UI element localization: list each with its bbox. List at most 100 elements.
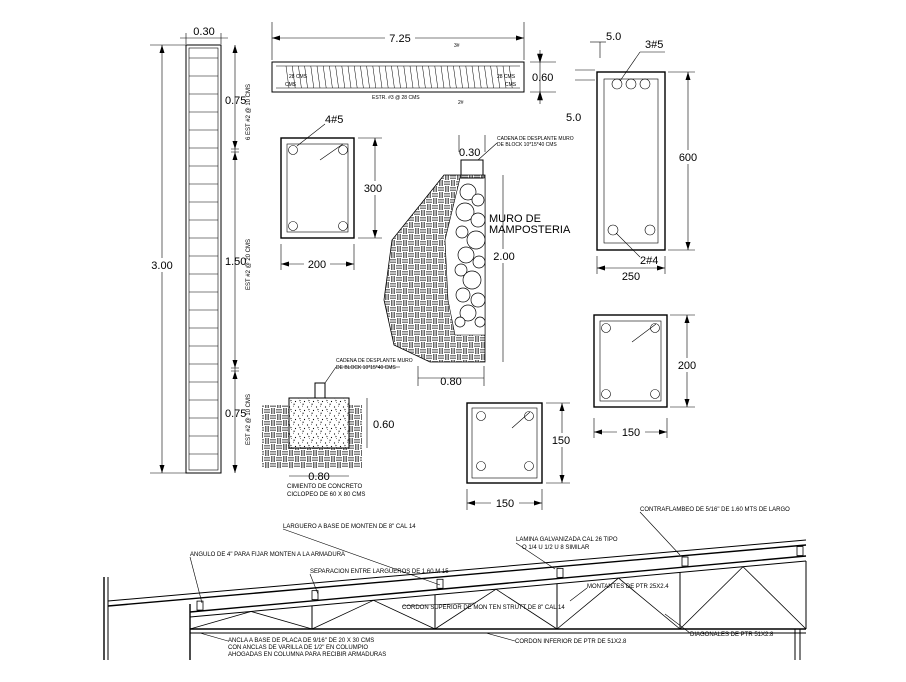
column-seg-top-dim: 0.75 — [225, 95, 246, 107]
rubble-stone — [470, 292, 486, 308]
rubble-stone — [459, 304, 477, 322]
truss-diagonal — [189, 611, 252, 630]
beam-stirrup — [409, 65, 414, 89]
leader — [615, 232, 641, 258]
wall-top-dim: 0.30 — [459, 147, 480, 159]
beam-stirrup — [316, 65, 321, 89]
truss-ancla-1: ANCLA A BASE DE PLACA DE 9/16" DE 20 X 3… — [228, 638, 374, 644]
truss-diagonal — [250, 611, 313, 630]
leader — [664, 613, 691, 634]
beam-section-top-dim: 5.0 — [606, 31, 621, 43]
truss-purlin — [436, 578, 444, 589]
rubble-stone — [472, 255, 486, 269]
column-seg-bot-dim: 0.75 — [225, 408, 246, 420]
beam-stirrup — [353, 65, 358, 89]
column-inner-outline — [188, 47, 219, 471]
rubble-stone — [455, 225, 469, 239]
beam-bar-top-label: 3# — [454, 43, 460, 49]
truss-purlin — [196, 600, 204, 611]
dim-arrows — [559, 403, 565, 483]
column-seg-mid-dim: 1.50 — [225, 256, 246, 268]
dim-mask — [617, 425, 645, 439]
truss-purlin — [556, 567, 564, 578]
rebar — [650, 389, 660, 399]
beam-stirrup — [415, 65, 420, 89]
beam-stirrup — [397, 65, 401, 89]
column-height-dim: 3.00 — [151, 260, 172, 272]
truss-diagonal — [679, 566, 744, 630]
beam-stirrup — [446, 65, 451, 89]
dim-arrows — [594, 429, 667, 435]
footing-note-1: CADENA DE DESPLANTE MURO — [336, 358, 413, 364]
beam-stirrup — [366, 65, 370, 89]
truss-lamina-2: O 1/4 U 1/2 U 8 SIMILAR — [522, 545, 590, 551]
rubble-stone — [457, 246, 475, 264]
wall-title-1: MURO DE — [489, 213, 541, 225]
beam-cms-right: CMS — [505, 82, 517, 88]
beam-section-250x600: 3#5 2#4 5.0 5.0 600 250 — [566, 31, 701, 283]
truss-diagonal — [311, 599, 374, 630]
beam-elevation: 7.25 0.60 3# 2# 28 CMS 28 CMS CMS CMS ES… — [271, 22, 556, 106]
beam-section-stirrup — [603, 78, 659, 244]
wall-base-dim: 0.80 — [440, 376, 461, 388]
leader — [569, 587, 588, 602]
dim-mask — [148, 258, 176, 272]
dim-mask — [675, 150, 701, 164]
truss-purlin — [796, 546, 804, 556]
rebar — [288, 221, 298, 231]
beam-stirrup — [490, 65, 494, 89]
beam-bar-bottom-label: 2# — [458, 100, 464, 106]
truss-cordon-inf: CORDON INFERIOR DE PTR DE 51X2.8 — [515, 639, 627, 645]
dim-mask — [304, 257, 330, 271]
stirrup-hook — [511, 411, 531, 429]
beam-section-side-dim: 5.0 — [566, 112, 581, 124]
masonry-wall: CADENA DE DESPLANTE MURO DE BLOCK 10*15*… — [383, 135, 574, 388]
rubble-stone — [470, 212, 486, 228]
column-200-width-dim: 150 — [622, 427, 640, 439]
rebar — [288, 145, 298, 155]
rubble-stone — [474, 316, 486, 328]
beam-stirrup — [329, 65, 333, 89]
truss-diagonal — [618, 577, 681, 630]
rubble-stone — [462, 270, 482, 290]
footing-bond-beam — [314, 382, 326, 399]
leader — [296, 123, 326, 147]
beam-stirrup — [496, 65, 501, 89]
beam-stirrup — [428, 65, 432, 89]
truss-purlins — [196, 546, 804, 611]
beam-stirrup — [453, 65, 457, 89]
footing-note-2: DE BLOCK 10*15*40 CMS — [336, 365, 396, 371]
column-300-bars: 4#5 — [325, 114, 343, 126]
beam-stirrup — [291, 65, 296, 89]
rubble-stone — [466, 230, 486, 250]
footing-width-dim: 0.80 — [308, 471, 329, 483]
beam-stirrup — [378, 65, 383, 89]
column-150-width-dim: 150 — [496, 498, 514, 510]
truss-top-chord — [189, 555, 807, 613]
beam-stirrup-note: ESTR. #3 @ 28 CMS — [372, 95, 420, 101]
truss-top-chord-inner — [189, 560, 807, 618]
wall-bond-beam — [460, 159, 484, 179]
wall-height-dim: 2.00 — [493, 251, 514, 263]
beam-stirrup — [384, 65, 389, 89]
beam-stirrup — [465, 65, 470, 89]
truss-diagonal — [495, 588, 558, 630]
beam-stirrup — [403, 65, 408, 89]
column-200-height-dim: 200 — [678, 360, 696, 372]
beam-stirrup — [508, 65, 513, 89]
beam-stirrup — [477, 65, 482, 89]
footing-concrete — [288, 397, 350, 449]
truss-roof-sheet — [107, 544, 807, 607]
rebar — [611, 78, 623, 90]
rebar — [644, 224, 656, 236]
rebar — [476, 411, 486, 421]
beam-stirrup — [440, 65, 445, 89]
rebar — [601, 389, 611, 399]
wall-title-2: MAMPOSTERIA — [489, 224, 571, 236]
stirrup-hook — [631, 323, 657, 343]
column-stirrup-top-note: 6 EST #2 @ 10 CMS — [246, 84, 252, 140]
column-section-outline — [466, 402, 543, 484]
truss-cordon-sup: CORDON SUPERIOR DE MON TEN STRUTT DE 8" … — [402, 605, 565, 611]
column-section-200x300: 4#5 300 200 — [280, 114, 388, 271]
